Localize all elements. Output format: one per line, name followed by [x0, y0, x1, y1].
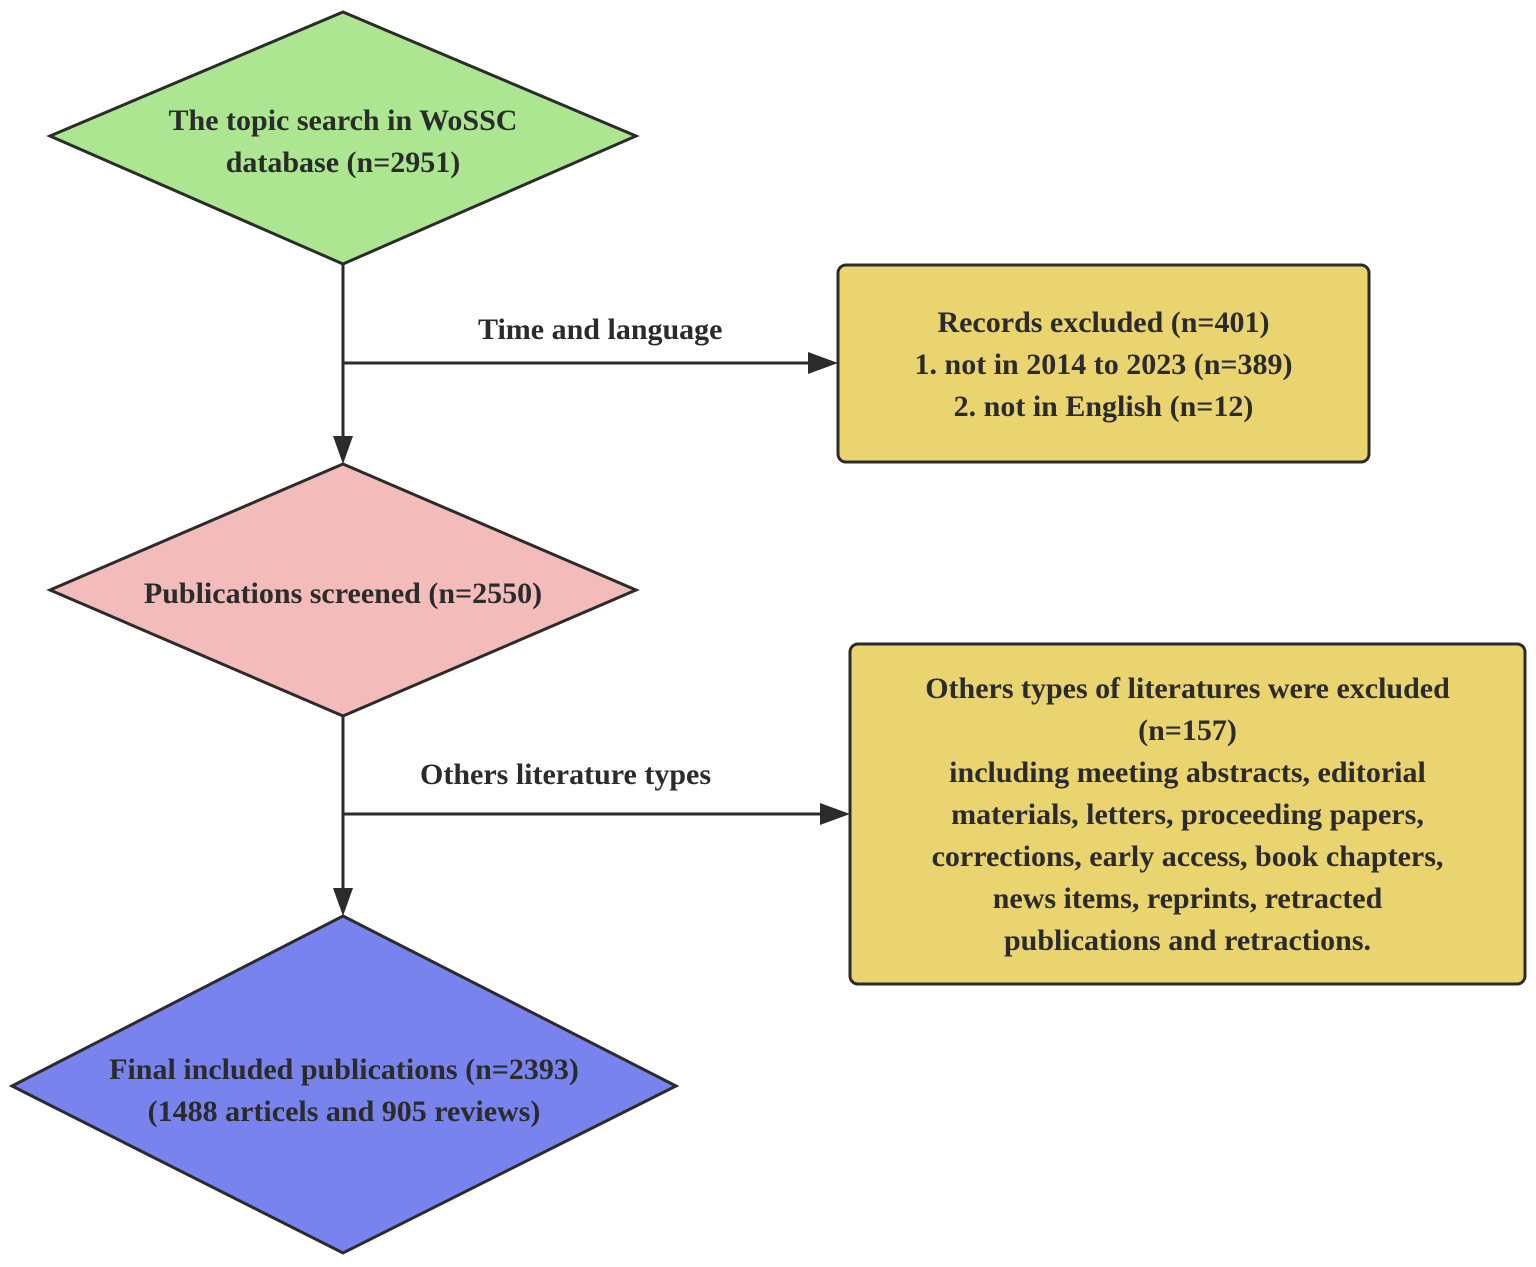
final-node-line: Final included publications (n=2393) — [109, 1053, 579, 1086]
excluded-types-line: materials, letters, proceeding papers, — [951, 798, 1424, 831]
search-node-label: The topic search in WoSSC database (n=29… — [93, 100, 593, 184]
arrow-right-icon — [820, 803, 850, 825]
screened-node-label: Publications screened (n=2550) — [93, 573, 593, 615]
excluded-types-line: corrections, early access, book chapters… — [931, 840, 1444, 873]
excluded-time-line: 1. not in 2014 to 2023 (n=389) — [914, 348, 1293, 381]
excluded-time-text: Records excluded (n=401) 1. not in 2014 … — [838, 302, 1369, 428]
excluded-types-line: Others types of literatures were exclude… — [925, 672, 1450, 705]
excluded-time-line: 2. not in English (n=12) — [953, 390, 1254, 423]
excluded-types-line: including meeting abstracts, editorial — [949, 756, 1426, 789]
arrow-down-icon — [333, 436, 353, 464]
excluded-time-line: Records excluded (n=401) — [937, 306, 1270, 339]
excluded-types-text: Others types of literatures were exclude… — [850, 668, 1525, 962]
search-node-line: The topic search in WoSSC — [168, 104, 518, 137]
arrow-right-icon — [808, 352, 838, 374]
excluded-types-line: publications and retractions. — [1004, 924, 1371, 957]
edge-label-other-types: Others literature types — [420, 758, 712, 791]
final-node-line: (1488 articels and 905 reviews) — [147, 1095, 541, 1128]
excluded-types-line: news items, reprints, retracted — [992, 882, 1383, 915]
screened-node-line: Publications screened (n=2550) — [143, 577, 543, 610]
final-node-label: Final included publications (n=2393) (14… — [44, 1049, 644, 1133]
arrow-down-icon — [333, 888, 353, 916]
excluded-time-box — [836, 263, 1371, 464]
edge-label-time-language: Time and language — [478, 313, 723, 346]
excluded-types-line: (n=157) — [1138, 714, 1237, 747]
final-diamond — [8, 914, 680, 1255]
search-node-line: database (n=2951) — [225, 146, 461, 179]
